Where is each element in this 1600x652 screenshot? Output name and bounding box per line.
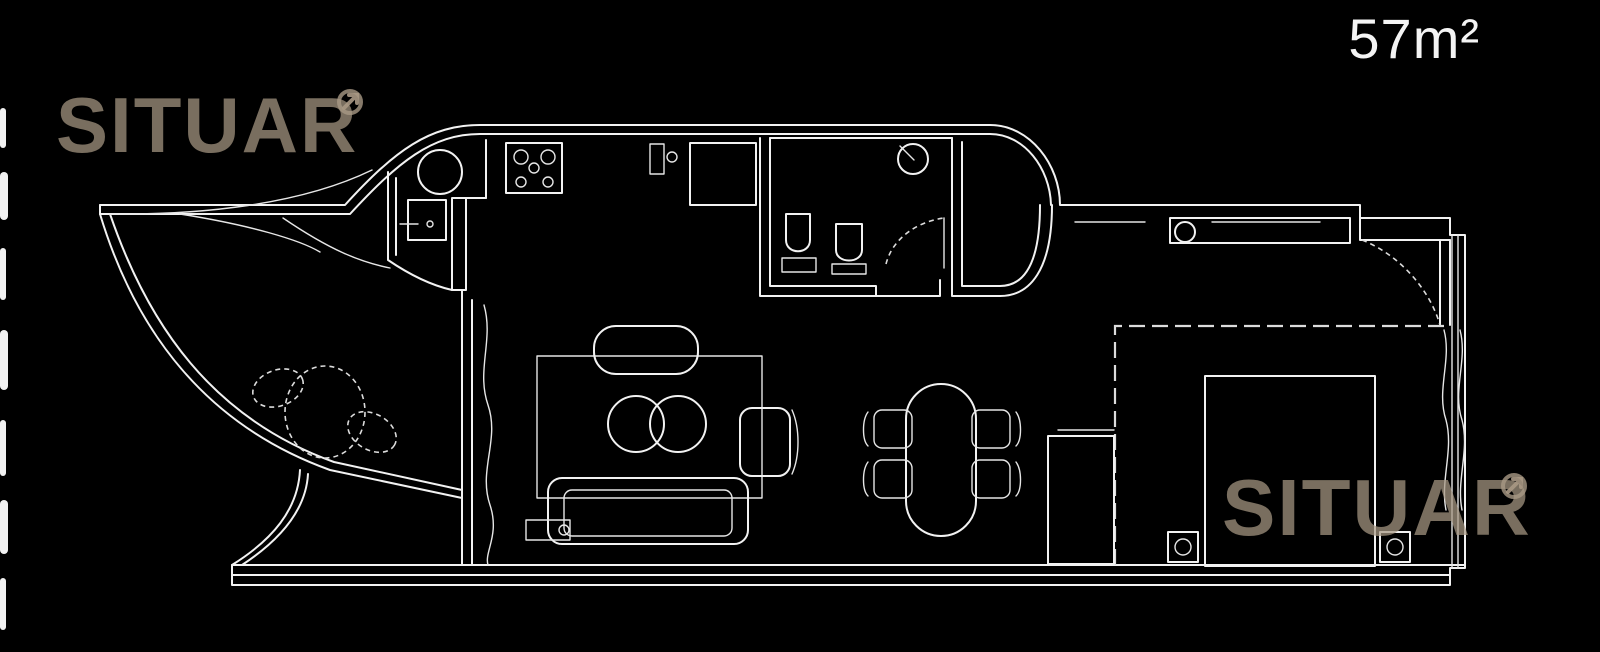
watermark-logo: SITUAR: [56, 81, 359, 169]
left-edge-marks: [0, 108, 8, 630]
corner-plant-icon: [417, 149, 463, 195]
dining-chair-icon: [873, 409, 913, 449]
tv-cabinet-icon: [1047, 435, 1115, 565]
wash-basin-icon: [407, 199, 447, 241]
coffee-table-icon: [607, 395, 665, 453]
living-rug: [536, 355, 763, 499]
bidet-icon: [835, 223, 863, 262]
bed-icon: [1204, 375, 1376, 567]
dining-table-icon: [905, 383, 977, 537]
bathroom: [781, 143, 929, 275]
balcony-table: [252, 365, 398, 459]
area-label: 57m²: [1348, 7, 1480, 70]
toilet-icon: [785, 213, 811, 253]
arrow-up-right-circle-icon: [337, 89, 363, 115]
bedroom: [1047, 221, 1448, 567]
dining-chair-icon: [971, 409, 1011, 449]
balcony-edges: [109, 169, 391, 269]
cooktop-icon: [505, 142, 563, 194]
dining-chair-icon: [873, 459, 913, 499]
side-chair-icon: [739, 407, 791, 477]
fridge-icon: [689, 142, 757, 206]
floor-lamp-icon: [558, 524, 570, 536]
arrow-up-right-circle-icon: [1501, 473, 1527, 499]
living-area: [525, 325, 799, 545]
nightstand-icon: [1379, 531, 1411, 563]
bathroom-sink-icon: [897, 143, 929, 175]
dining-chair-icon: [971, 459, 1011, 499]
nightstand-icon: [1167, 531, 1199, 563]
interior-walls: [387, 137, 1466, 569]
dining-area: [862, 383, 1022, 537]
watermark-logo: SITUAR: [1222, 463, 1532, 552]
kitchen-sink-icon: [649, 143, 665, 175]
wardrobe-knob-icon: [1174, 221, 1196, 243]
sofa-icon: [547, 477, 749, 545]
kitchen: [399, 139, 757, 241]
armchair-icon: [593, 325, 699, 375]
